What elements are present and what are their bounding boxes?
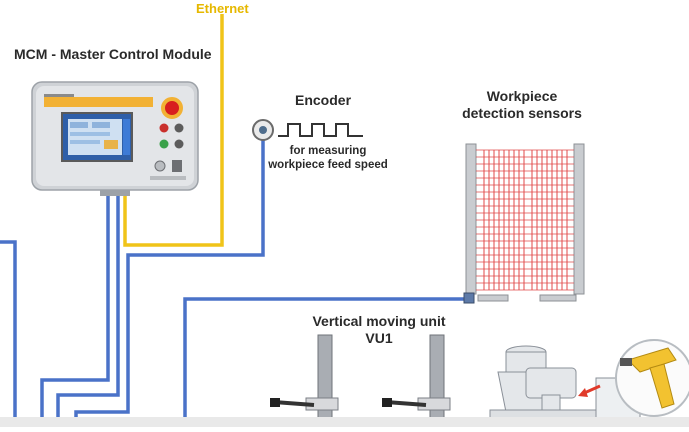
sensor-beams xyxy=(476,149,574,291)
start-button xyxy=(159,139,169,149)
mcm-title: MCM - Master Control Module xyxy=(14,46,212,62)
cable-sensors xyxy=(183,297,472,427)
encoder-description-line1: for measuring xyxy=(289,145,367,157)
encoder-description-line2: workpiece feed speed xyxy=(268,159,388,171)
sensor-array xyxy=(463,143,585,304)
mcm-foot xyxy=(100,190,130,196)
spray-gun-callout xyxy=(615,339,689,417)
signal-cables xyxy=(0,140,472,427)
sensors-title-line2: detection sensors xyxy=(462,105,582,121)
vertical-moving-units xyxy=(270,334,451,421)
bottom-band xyxy=(0,417,689,427)
mcm-accent-strip xyxy=(44,97,153,107)
sensor-junction xyxy=(463,292,475,304)
key-switch-icon xyxy=(154,160,166,172)
encoder-device xyxy=(252,119,363,141)
mcm-device xyxy=(31,81,199,196)
sensors-title-line1: Workpiece xyxy=(486,88,558,104)
emergency-stop-icon xyxy=(161,97,183,119)
vertical-unit-title: Vertical moving unit VU1 xyxy=(308,313,450,347)
encoder-pulse-icon xyxy=(278,123,363,137)
sensors-title: Workpiece detection sensors xyxy=(452,88,592,122)
vertical-unit-title-line2: VU1 xyxy=(365,330,393,346)
cable-mcm-2 xyxy=(56,196,120,427)
cable-left xyxy=(0,240,17,427)
ethernet-label: Ethernet xyxy=(196,1,249,16)
vertical-unit-title-line1: Vertical moving unit xyxy=(312,313,446,329)
encoder-title: Encoder xyxy=(295,92,352,108)
ethernet-cable xyxy=(123,14,224,247)
stop-button xyxy=(159,123,169,133)
cable-mcm-1 xyxy=(40,196,110,427)
powder-booth-sketch xyxy=(489,345,641,428)
encoder-description: for measuring workpiece feed speed xyxy=(266,144,390,172)
cable-encoder xyxy=(74,140,265,427)
